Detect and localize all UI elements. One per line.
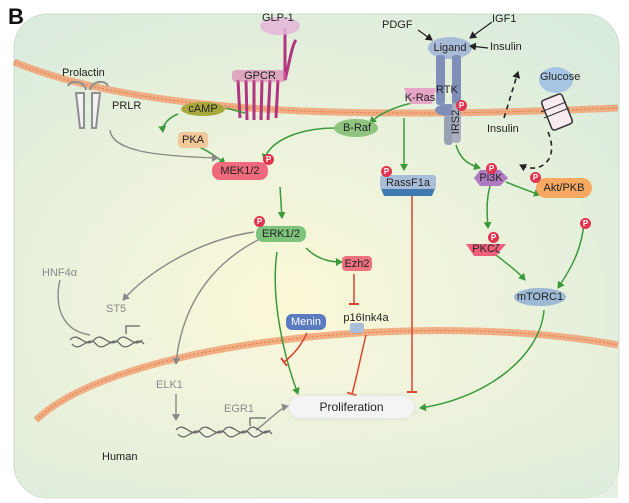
gpcr-label: GPCR	[244, 69, 276, 82]
pdgf-label: PDGF	[382, 19, 413, 31]
st5-label: ST5	[106, 303, 127, 315]
insulin-top-label: Insulin	[490, 41, 522, 53]
phospho-badge-rassf1a: P	[381, 166, 392, 177]
proliferation-node: Proliferation	[289, 396, 414, 418]
phospho-badge-pi3k: P	[486, 163, 497, 174]
igf1-label: IGF1	[492, 13, 517, 25]
species-label: Human	[102, 451, 138, 463]
rassf1a-label: RassF1a	[385, 176, 431, 189]
braf-label: B-Raf	[342, 121, 372, 134]
mek-label: MEK1/2	[220, 164, 260, 177]
mtorc1-label: mTORC1	[516, 290, 564, 303]
phospho-badge-irs2: P	[456, 100, 467, 111]
elk1-label: ELK1	[156, 379, 183, 391]
prolactin-label: Prolactin	[62, 67, 105, 79]
kras-label: K-Ras	[404, 91, 436, 104]
phospho-badge-akt-right: P	[580, 218, 591, 229]
pkcz-label: PKCζ	[472, 242, 500, 255]
phospho-badge-erk: P	[254, 216, 265, 227]
phospho-badge-mek: P	[263, 154, 274, 165]
p16-label: p16Ink4a	[343, 311, 389, 324]
glucose-label: Glucose	[540, 71, 581, 83]
egr1-label: EGR1	[224, 403, 254, 415]
akt-label: Akt/PKB	[543, 181, 585, 194]
prlr-receptor	[67, 80, 109, 129]
phospho-badge-pkcz: P	[488, 232, 499, 243]
pka-label: PKA	[181, 133, 204, 146]
insulin-side-label: Insulin	[487, 123, 519, 135]
rtk-receptor	[428, 37, 472, 145]
pi3k-label: Pi3K	[479, 171, 503, 184]
panel-label: B	[8, 4, 24, 29]
camp-label: cAMP	[188, 102, 218, 115]
erk-label: ERK1/2	[262, 227, 300, 240]
glucose-transporter	[539, 67, 574, 131]
prlr-label: PRLR	[112, 100, 142, 112]
rtk-label: RTK	[436, 84, 458, 96]
glp1-label: GLP-1	[262, 12, 294, 24]
menin-label: Menin	[291, 315, 321, 328]
ligand-label: Ligand	[433, 41, 467, 54]
hnf4a-label: HNF4α	[42, 267, 78, 279]
phospho-badge-akt-left: P	[530, 172, 541, 183]
ezh2-label: Ezh2	[344, 257, 370, 270]
